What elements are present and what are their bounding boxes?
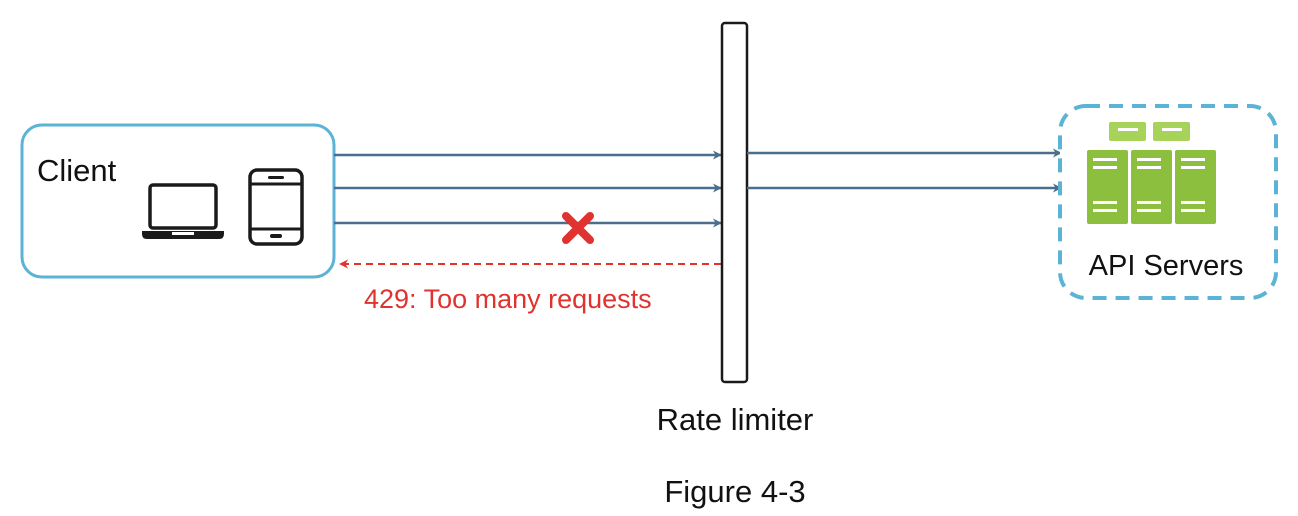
server-cluster-icon <box>1087 122 1216 224</box>
rate-limiter <box>720 21 749 384</box>
tablet-icon <box>248 168 304 246</box>
api-servers-box: API Servers <box>1058 104 1278 300</box>
client-box: Client <box>20 123 336 279</box>
figure-caption: Figure 4-3 <box>664 474 805 509</box>
rejection-label: 429: Too many requests <box>364 284 652 314</box>
api-servers-label: API Servers <box>1089 250 1244 282</box>
client-label: Client <box>37 153 117 188</box>
forward-arrows <box>747 148 1062 193</box>
request-arrows <box>334 150 722 228</box>
rate-limiter-label: Rate limiter <box>657 402 814 437</box>
blocked-x-icon <box>562 212 594 244</box>
laptop-icon <box>142 183 224 239</box>
